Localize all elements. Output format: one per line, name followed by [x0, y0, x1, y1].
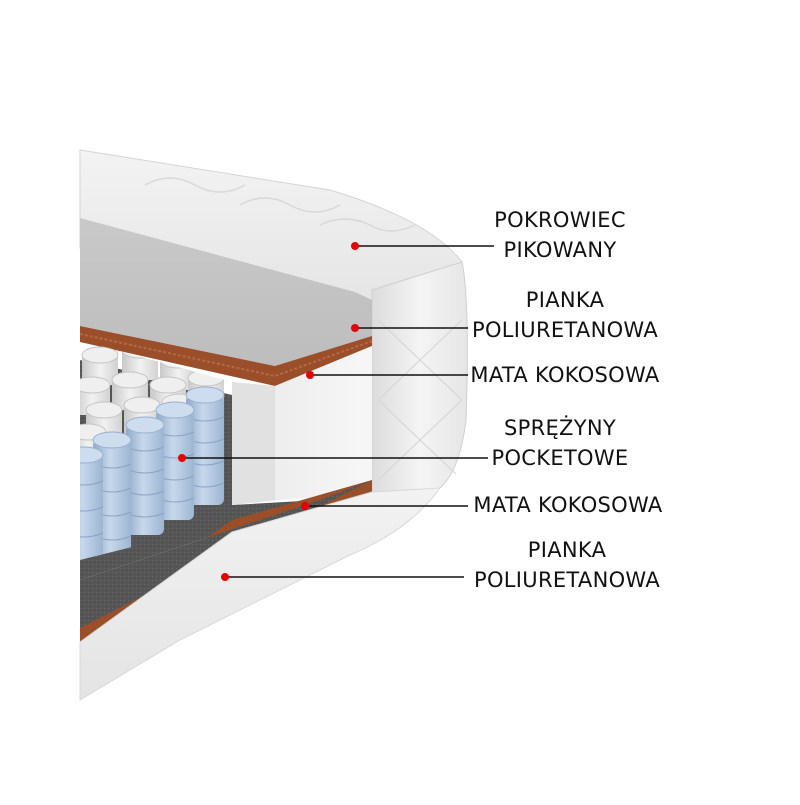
- pocket-springs: [80, 341, 225, 560]
- top-foam-layer-top: [80, 218, 372, 366]
- blue-pocket-spring: [80, 446, 104, 560]
- quilt-stitching: [144, 177, 416, 232]
- callout-label-line: MATA KOKOSOWA: [470, 363, 660, 387]
- callout-label-springs: SPRĘŻYNY POCKETOWE: [492, 413, 629, 473]
- callout-label-line: POLIURETANOWA: [474, 568, 660, 592]
- callout-label-line: PIANKA: [527, 538, 607, 562]
- callout-label-top-coconut: MATA KOKOSOWA: [470, 360, 659, 390]
- foam-edge-block-shadow: [232, 382, 275, 505]
- quilted-cover-side: [371, 261, 468, 501]
- callout-dot-bottom-coconut: [301, 502, 309, 510]
- blue-pocket-spring: [155, 401, 195, 520]
- top-coconut-mat-texture: [79, 333, 373, 378]
- callout-label-cover: POKROWIEC PIKOWANY: [494, 205, 626, 265]
- callout-label-bottom-coconut: MATA KOKOSOWA: [473, 490, 662, 520]
- callout-dot-cover: [351, 242, 359, 250]
- top-coconut-mat: [80, 326, 372, 386]
- callout-label-bottom-foam: PIANKA POLIURETANOWA: [474, 535, 660, 595]
- callout-label-line: MATA KOKOSOWA: [473, 493, 663, 517]
- callout-label-line: SPRĘŻYNY: [503, 416, 616, 440]
- callout-dot-springs: [178, 454, 186, 462]
- blue-pocket-spring: [125, 416, 165, 535]
- callout-dot-top-foam: [351, 324, 359, 332]
- blue-pocket-spring: [185, 386, 225, 505]
- callout-label-top-foam: PIANKA POLIURETANOWA: [472, 285, 658, 345]
- callout-label-line: PIKOWANY: [503, 238, 617, 262]
- cover-diamond-quilting: [377, 319, 463, 481]
- bottom-coconut-mat: [80, 480, 372, 642]
- callout-lines: [178, 242, 494, 581]
- callout-label-line: POCKETOWE: [491, 446, 629, 470]
- callout-dot-bottom-foam: [221, 573, 229, 581]
- bottom-foam-layer: [79, 487, 442, 701]
- callout-label-line: PIANKA: [525, 288, 605, 312]
- callout-dot-top-coconut: [306, 371, 314, 379]
- callout-label-line: POKROWIEC: [494, 208, 626, 232]
- callout-label-line: POLIURETANOWA: [472, 318, 658, 342]
